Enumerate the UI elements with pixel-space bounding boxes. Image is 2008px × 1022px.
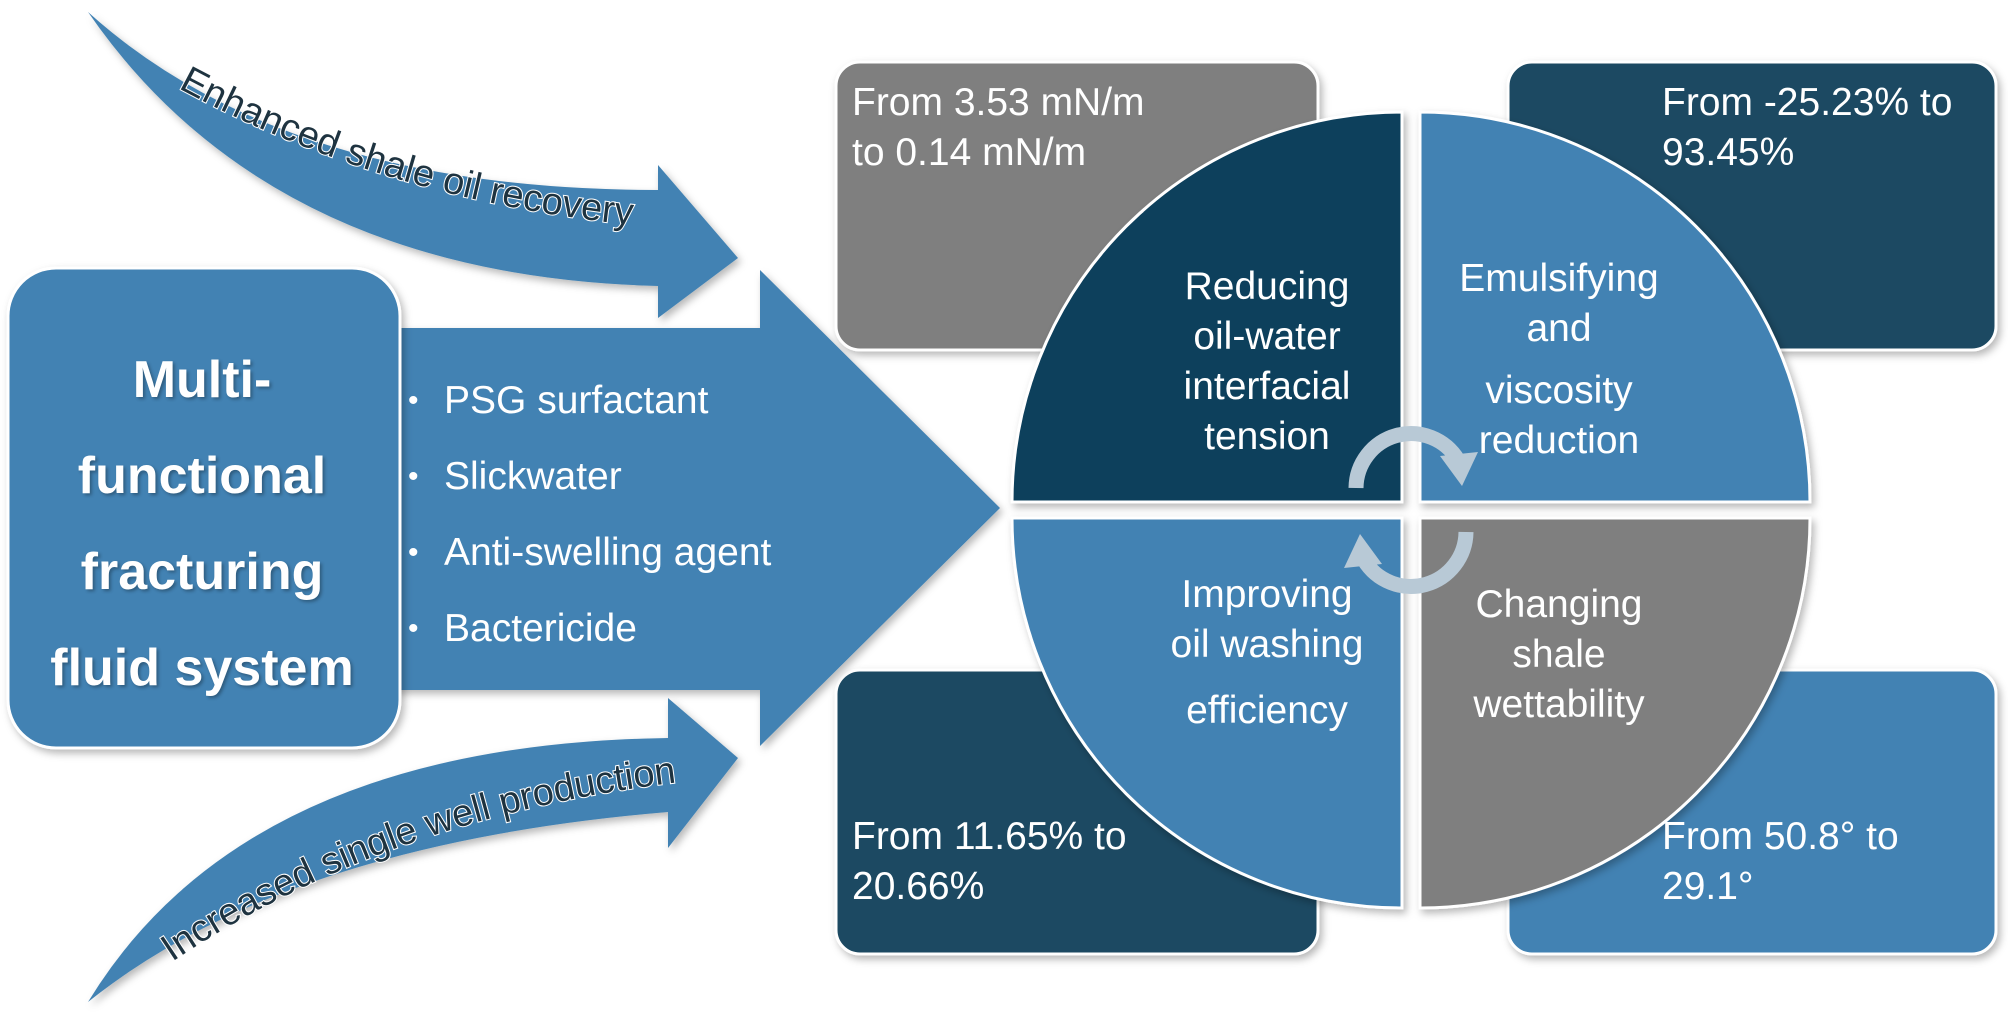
result-line: From 11.65% to [852, 815, 1127, 858]
title-line: functional [77, 447, 327, 505]
title-line: fluid system [50, 639, 354, 697]
result-line: From -25.23% to [1662, 81, 1953, 124]
quadrant-line: shale [1512, 633, 1606, 676]
result-line: 93.45% [1662, 131, 1795, 174]
component-item: Bactericide [408, 598, 771, 674]
title-line: Multi- [132, 351, 272, 409]
cycle-arrow-top-icon [1348, 426, 1465, 489]
result-line: to 0.14 mN/m [852, 131, 1087, 174]
component-item: PSG surfactant [408, 370, 771, 446]
cycle-arrow-top-head-icon [1440, 452, 1478, 486]
quadrant-line: Improving [1181, 573, 1353, 616]
quadrant-line: Reducing [1184, 265, 1350, 308]
component-item: Slickwater [408, 446, 771, 522]
quadrant-text-bottom-left: Improving oil washing efficiency [1152, 570, 1382, 736]
component-list: PSG surfactant Slickwater Anti-swelling … [408, 370, 771, 674]
result-top-right: From -25.23% to 93.45% [1662, 78, 2002, 178]
curved-arrow-top [88, 12, 738, 318]
result-line: 29.1° [1662, 865, 1754, 908]
result-bottom-right: From 50.8° to 29.1° [1662, 812, 2002, 912]
quadrant-text-top-right: Emulsifying and viscosity reduction [1444, 254, 1674, 466]
quadrant-line: Changing [1475, 583, 1643, 626]
quadrant-top-right [1418, 110, 1812, 504]
cycle-arrow-bottom-icon [1357, 531, 1474, 594]
quadrant-bottom-left [1010, 516, 1404, 910]
quadrant-line: efficiency [1186, 689, 1348, 732]
quadrant-line: interfacial [1183, 365, 1351, 408]
result-line: 20.66% [852, 865, 985, 908]
result-line: From 3.53 mN/m [852, 81, 1145, 124]
quadrant-top-left [1010, 110, 1404, 504]
quadrant-line: and [1526, 307, 1592, 350]
quadrant-line: oil-water [1193, 315, 1341, 358]
title-box [6, 266, 402, 750]
quadrant-text-bottom-right: Changing shale wettability [1444, 580, 1674, 730]
result-bottom-left: From 11.65% to 20.66% [852, 812, 1192, 912]
quadrant-line: tension [1204, 415, 1330, 458]
result-line: From 50.8° to [1662, 815, 1899, 858]
quadrant-line: Emulsifying [1459, 257, 1659, 300]
quadrant-line: wettability [1473, 683, 1645, 726]
quadrant-line: viscosity [1485, 369, 1633, 412]
result-top-left: From 3.53 mN/m to 0.14 mN/m [852, 78, 1192, 178]
system-title: Multi- functional fracturing fluid syste… [8, 332, 396, 716]
quadrant-bottom-right [1418, 516, 1812, 910]
curved-arrow-bottom [88, 698, 738, 1002]
component-item: Anti-swelling agent [408, 522, 771, 598]
quadrant-text-top-left: Reducing oil-water interfacial tension [1152, 262, 1382, 462]
quadrant-line: reduction [1478, 419, 1640, 462]
title-line: fracturing [80, 543, 324, 601]
cycle-arrow-bottom-head-icon [1344, 534, 1382, 568]
quadrant-line: oil washing [1170, 623, 1364, 666]
cycle-arrows [1344, 426, 1478, 594]
